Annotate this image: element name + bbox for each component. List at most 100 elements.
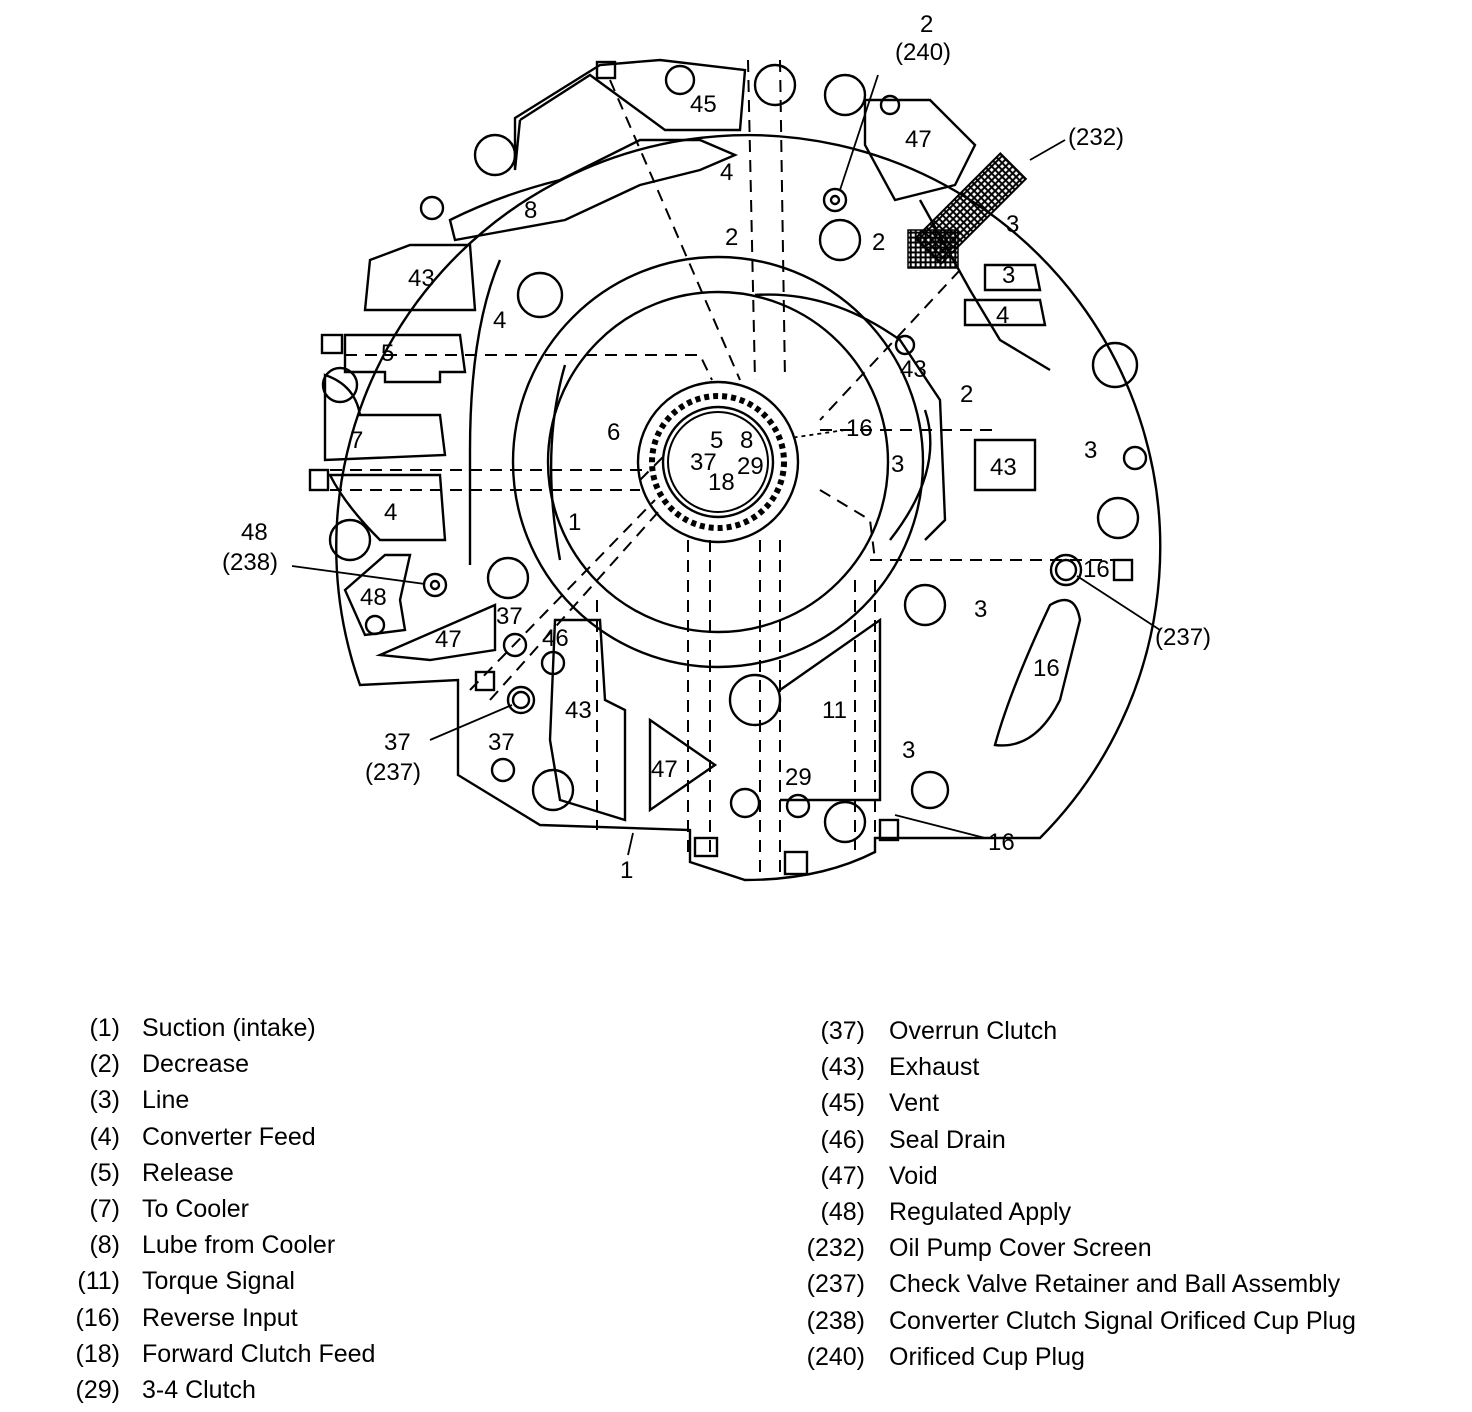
legend-item: (2)Decrease [60,1046,375,1082]
hub-label-8: 8 [740,427,753,454]
legend-code: (46) [820,1125,865,1154]
passage-2-curve [754,293,947,541]
region-47-top: 47 [905,126,932,153]
bolt-hole [1122,445,1148,471]
dashed-passage-5 [345,354,713,381]
bolt-hole [729,787,761,819]
legend-label: Seal Drain [889,1125,1006,1154]
passage-8 [448,138,739,242]
legend-label: Converter Feed [142,1122,316,1151]
legend-item: (11)Torque Signal [60,1263,375,1299]
legend-label: 3-4 Clutch [142,1375,256,1404]
passage-43-low [548,618,627,822]
passage-47-tri [648,717,718,813]
tab [1112,558,1134,582]
bolt-hole [1096,496,1140,540]
bolt-hole [502,632,528,658]
legend-label: Check Valve Retainer and Ball Assembly [889,1270,1341,1299]
legend-code: (240) [806,1342,865,1371]
passage-4-lower [328,473,447,542]
region-48: 48 [360,584,387,611]
bolt-hole [879,94,901,116]
region-4-right: 4 [996,302,1009,329]
dashed-passage-8-lower [819,489,876,561]
legend-right: (37)Overrun Clutch(43)Exhaust(45)Vent(46… [798,1013,1356,1375]
bolt-hole [364,614,386,636]
hub-inner-ring-2 [667,411,769,513]
hub-outer-ring [636,380,800,544]
region-3-center: 3 [891,451,904,478]
bolt-hole [728,673,782,727]
region-43-box: 43 [990,454,1017,481]
bolt-hole [894,334,916,356]
legend-item: (48)Regulated Apply [798,1194,1356,1230]
legend-label: Reverse Input [142,1303,298,1332]
hub-inner-ring [661,405,775,519]
region-46: 46 [542,625,569,652]
legend-code: (7) [89,1194,120,1223]
legend-item: (7)To Cooler [60,1191,375,1227]
passage-48 [343,553,412,637]
legend-label: Void [889,1161,938,1190]
legend-item: (4) Converter Feed [60,1119,375,1155]
legend-code: (43) [820,1053,865,1082]
legend-code: (16) [75,1303,120,1332]
region-37-a: 37 [496,603,523,630]
legend-label: Forward Clutch Feed [142,1339,376,1368]
legend-item: (238) Converter Clutch Signal Orificed Cu… [798,1303,1356,1339]
hub-spline-ring [649,393,787,531]
leader-232 [1029,139,1066,161]
region-3-bottom: 3 [902,737,915,764]
callout-1-bottom: 1 [620,857,633,884]
passage-4-right [963,298,1047,327]
cup-plug-238 [422,572,448,598]
hub-label-29: 29 [737,453,764,480]
inner-bore-ring-2 [546,290,890,634]
leader-238 [291,565,426,585]
bolt-hole [540,650,566,676]
check-valve-237-left [506,685,536,715]
bolt-hole [1091,341,1139,389]
callout-237-right: (237) [1155,624,1211,651]
oil-pump-cover-diagram: 2 (240) (232) 48 (238) (237) 37 (237) 16… [222,11,1211,884]
bolt-hole [823,800,867,844]
legend-item: (5)Release [60,1155,375,1191]
legend-code: (238) [806,1306,865,1335]
bolt-hole [910,770,950,810]
legend-label: Line [142,1086,190,1115]
legend-item: (45)Vent [798,1085,1356,1121]
callout-238-code: (238) [222,549,278,576]
region-43-low: 43 [565,697,592,724]
passage-47-low [375,603,497,662]
region-3-a: 3 [1006,211,1019,238]
legend-label: Converter Clutch Signal Orificed Cup Plu… [889,1306,1356,1335]
legend-code: (3) [89,1086,120,1115]
dashed-vertical-top-a [747,59,756,381]
legend-code: (1) [89,1014,120,1042]
hub-label-18: 18 [708,469,735,496]
legend-code: (4) [89,1122,120,1151]
region-47-tri: 47 [651,756,678,783]
check-valve-237-right [1049,553,1083,587]
bolt-hole [531,768,575,812]
bolt-hole [785,793,811,819]
legend-code: (232) [806,1234,865,1263]
tab [878,818,900,842]
passage-4-side [468,259,502,565]
bolt-hole [473,133,517,177]
dashed-passage-37 [489,509,661,701]
callout-48-num: 48 [241,519,268,546]
passage-11 [779,617,882,802]
region-2-top: 2 [725,224,738,251]
hub-label-5: 5 [710,427,723,454]
region-2-right: 2 [960,381,973,408]
legend-item: (8)Lube from Cooler [60,1227,375,1263]
tab [320,333,344,355]
dashed-passage-1 [469,499,656,691]
hub-label-37: 37 [690,449,717,476]
dashed-diag-right [819,269,961,421]
legend-item: (46) Seal Drain [798,1122,1356,1158]
region-16-valve: 16 [1083,556,1110,583]
screen-mesh-block [907,229,959,269]
region-45: 45 [690,91,717,118]
